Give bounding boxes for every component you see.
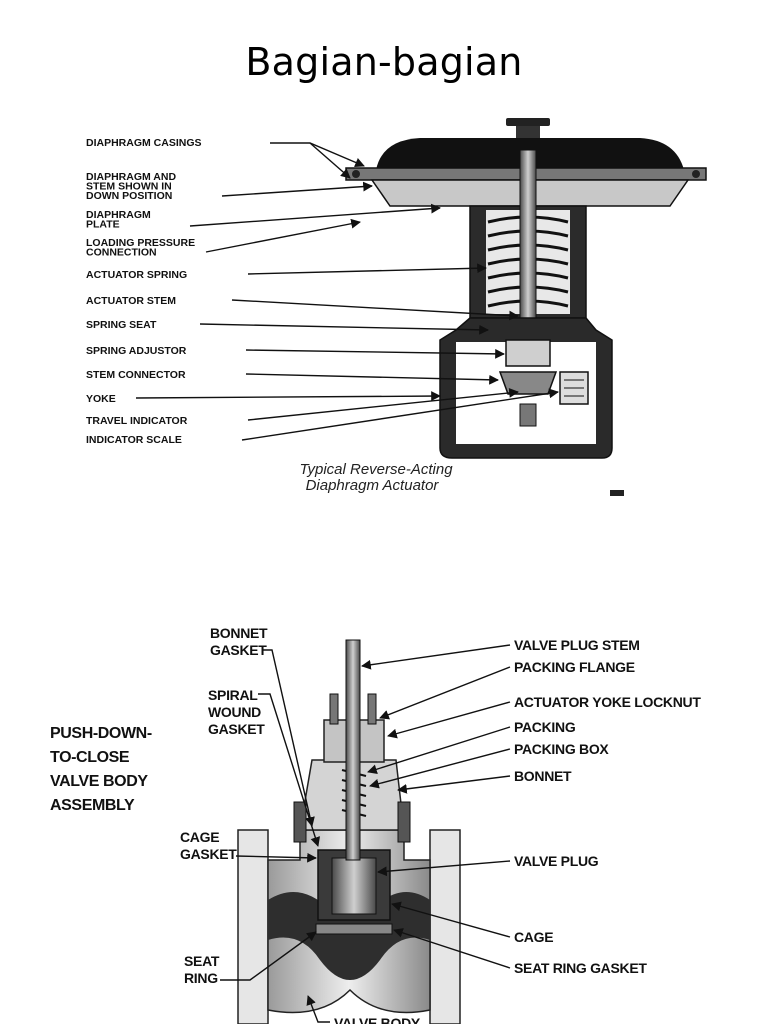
label-stem-connector: STEM CONNECTOR [86,369,499,385]
svg-text:PACKING BOX: PACKING BOX [514,741,609,757]
label-packing-box: PACKING BOX [369,741,610,789]
svg-text:YOKE: YOKE [86,393,116,405]
svg-text:STEM CONNECTOR: STEM CONNECTOR [86,369,186,381]
label-valve-plug-stem: VALVE PLUG STEM [361,637,640,670]
valve-right-labels: VALVE PLUG STEM PACKING FLANGE ACTUATOR … [361,637,702,976]
svg-text:ACTUATOR SPRING: ACTUATOR SPRING [86,269,187,281]
actuator-drawing [345,118,707,496]
svg-text:ACTUATOR YOKE LOCKNUT: ACTUATOR YOKE LOCKNUT [514,694,701,710]
svg-text:TRAVEL INDICATOR: TRAVEL INDICATOR [86,415,188,427]
label-indicator-scale: INDICATOR SCALE [86,388,559,446]
svg-text:VALVE BODY: VALVE BODY [334,1015,421,1024]
label-spring-seat: SPRING SEAT [86,319,489,335]
label-actuator-stem: ACTUATOR STEM [86,295,519,321]
svg-text:PACKING FLANGE: PACKING FLANGE [514,659,635,675]
svg-text:PACKING: PACKING [514,719,576,735]
svg-text:INDICATOR SCALE: INDICATOR SCALE [86,434,182,446]
label-spring-adjustor: SPRING ADJUSTOR [86,345,505,359]
label-travel-indicator: TRAVEL INDICATOR [86,388,519,427]
label-valve-plug: VALVE PLUG [377,853,599,877]
svg-text:CAGE: CAGE [514,929,553,945]
page-title: Bagian-bagian [245,40,523,84]
label-diaphragm-casings: DIAPHRAGM CASINGS [86,137,365,179]
label-seat-ring-gasket: SEAT RING GASKET [393,928,648,976]
svg-text:VALVE PLUG STEM: VALVE PLUG STEM [514,637,640,653]
svg-text:SEAT RING GASKET: SEAT RING GASKET [514,960,647,976]
label-actuator-yoke-locknut: ACTUATOR YOKE LOCKNUT [387,694,702,739]
label-packing-flange: PACKING FLANGE [379,659,635,720]
svg-text:BONNET: BONNET [514,768,572,784]
svg-text:SPRING SEAT: SPRING SEAT [86,319,157,331]
label-yoke: YOKE [86,391,441,405]
valve-body-drawing [237,639,461,1024]
svg-text:SPRING ADJUSTOR: SPRING ADJUSTOR [86,345,187,357]
label-actuator-spring: ACTUATOR SPRING [86,263,487,281]
svg-text:ACTUATOR STEM: ACTUATOR STEM [86,295,176,307]
svg-text:DIAPHRAGM CASINGS: DIAPHRAGM CASINGS [86,137,202,149]
label-cage: CAGE [391,901,554,945]
label-valve-body: VALVE BODY [306,995,421,1024]
label-packing: PACKING [367,719,576,775]
svg-text:VALVE PLUG: VALVE PLUG [514,853,599,869]
label-bonnet: BONNET [397,768,572,794]
